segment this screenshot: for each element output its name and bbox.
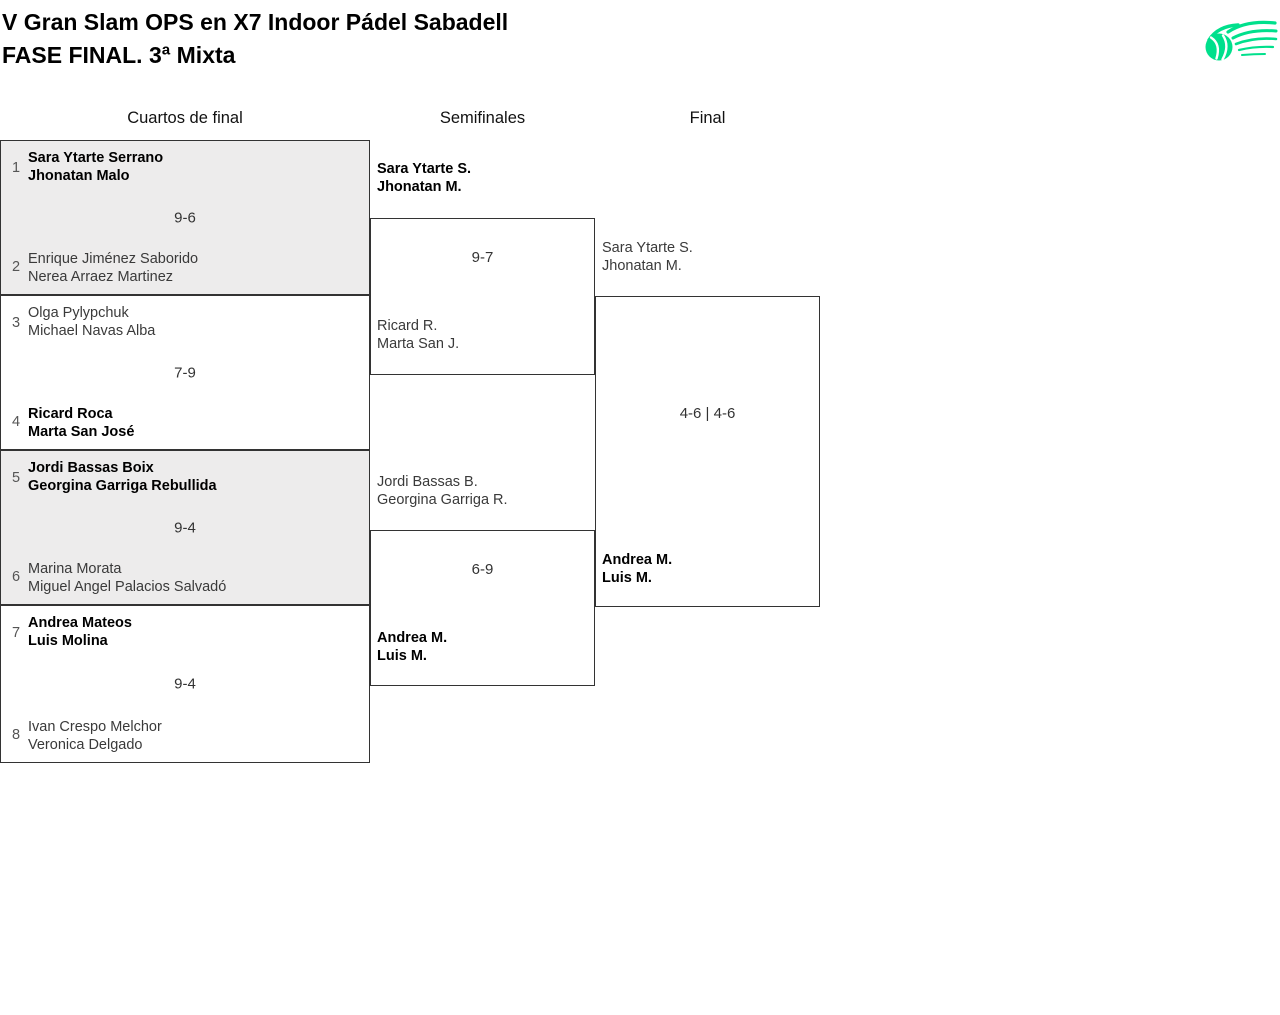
semifinal-2-score: 6-9 [471,561,494,578]
player-name: Luis M. [377,648,427,664]
final-connector [595,296,820,607]
team-name: Enrique Jiménez Saborido Nerea Arraez Ma… [28,250,198,286]
semifinal-1-score: 9-7 [471,249,494,266]
seed-number: 8 [11,727,21,743]
page-title-line1: V Gran Slam OPS en X7 Indoor Pádel Sabad… [2,9,509,35]
player-name: Sara Ytarte Serrano [28,150,164,166]
team-name: Olga Pylypchuk Michael Navas Alba [28,304,155,340]
seed-number: 1 [11,160,21,176]
player-name: Jhonatan M. [377,179,462,195]
player-name: Ricard Roca [28,406,113,422]
team-name: Marina Morata Miguel Angel Palacios Salv… [28,560,226,596]
player-name: Enrique Jiménez Saborido [28,251,199,267]
player-name: Jhonatan Malo [28,168,130,184]
player-name: Ricard R. [377,318,438,334]
padel-ball-logo-icon [1202,16,1278,68]
player-name: Ivan Crespo Melchor [28,719,162,735]
seed-number: 7 [11,625,21,641]
round-header-cuartos: Cuartos de final [127,109,243,127]
page-title-line2: FASE FINAL. 3ª Mixta [2,42,236,68]
page-title: V Gran Slam OPS en X7 Indoor Pádel Sabad… [2,6,508,72]
round-header-semifinales: Semifinales [439,109,526,127]
player-name: Luis Molina [28,633,108,649]
player-name: Andrea M. [377,630,448,646]
player-name: Luis M. [602,570,652,586]
player-name: Marta San José [28,424,135,440]
player-name: Olga Pylypchuk [28,305,129,321]
seed-number: 6 [11,569,21,585]
match-score: 9-4 [174,675,196,693]
team-name: Ivan Crespo Melchor Veronica Delgado [28,718,162,754]
team-name: Ricard Roca Marta San José [28,405,134,441]
match-score: 9-4 [174,519,196,536]
player-name: Andrea Mateos [28,615,132,631]
player-name: Jordi Bassas Boix [28,460,154,476]
player-name: Andrea M. [602,552,673,568]
final-team-1: Sara Ytarte S. Jhonatan M. [602,239,693,275]
player-name: Miguel Angel Palacios Salvadó [28,579,227,595]
player-name: Sara Ytarte S. [602,240,693,256]
player-name: Marta San J. [377,336,460,352]
player-name: Georgina Garriga R. [377,492,508,508]
player-name: Sara Ytarte S. [377,161,472,177]
player-name: Nerea Arraez Martinez [28,269,174,285]
player-name: Georgina Garriga Rebullida [28,478,217,494]
seed-number: 3 [11,315,21,331]
semifinal-1-team-1: Sara Ytarte S. Jhonatan M. [377,160,471,196]
team-name: Sara Ytarte Serrano Jhonatan Malo [28,149,163,185]
quarterfinal-match-1: 1 Sara Ytarte Serrano Jhonatan Malo 9-6 … [0,140,370,295]
match-score: 9-6 [174,209,196,226]
player-name: Jhonatan M. [602,258,682,274]
semifinal-2-connector [370,530,595,686]
semifinal-2-team-2: Andrea M. Luis M. [377,629,447,665]
seed-number: 5 [11,470,21,486]
quarterfinal-match-2: 3 Olga Pylypchuk Michael Navas Alba 7-9 … [0,295,370,450]
semifinal-1-team-2: Ricard R. Marta San J. [377,317,459,353]
player-name: Marina Morata [28,561,122,577]
team-name: Jordi Bassas Boix Georgina Garriga Rebul… [28,459,217,495]
quarterfinal-match-3: 5 Jordi Bassas Boix Georgina Garriga Reb… [0,450,370,605]
final-score: 4-6 | 4-6 [679,405,736,422]
team-name: Andrea Mateos Luis Molina [28,614,132,650]
quarterfinal-match-4: 7 Andrea Mateos Luis Molina 9-4 8 Ivan C… [0,605,370,763]
semifinal-1-connector [370,218,595,375]
round-header-final: Final [689,109,726,127]
final-team-2: Andrea M. Luis M. [602,551,672,587]
semifinal-2-team-1: Jordi Bassas B. Georgina Garriga R. [377,473,508,509]
match-score: 7-9 [174,364,196,381]
player-name: Veronica Delgado [28,737,143,753]
seed-number: 4 [11,414,21,430]
player-name: Jordi Bassas B. [377,474,478,490]
seed-number: 2 [11,259,21,275]
player-name: Michael Navas Alba [28,323,156,339]
